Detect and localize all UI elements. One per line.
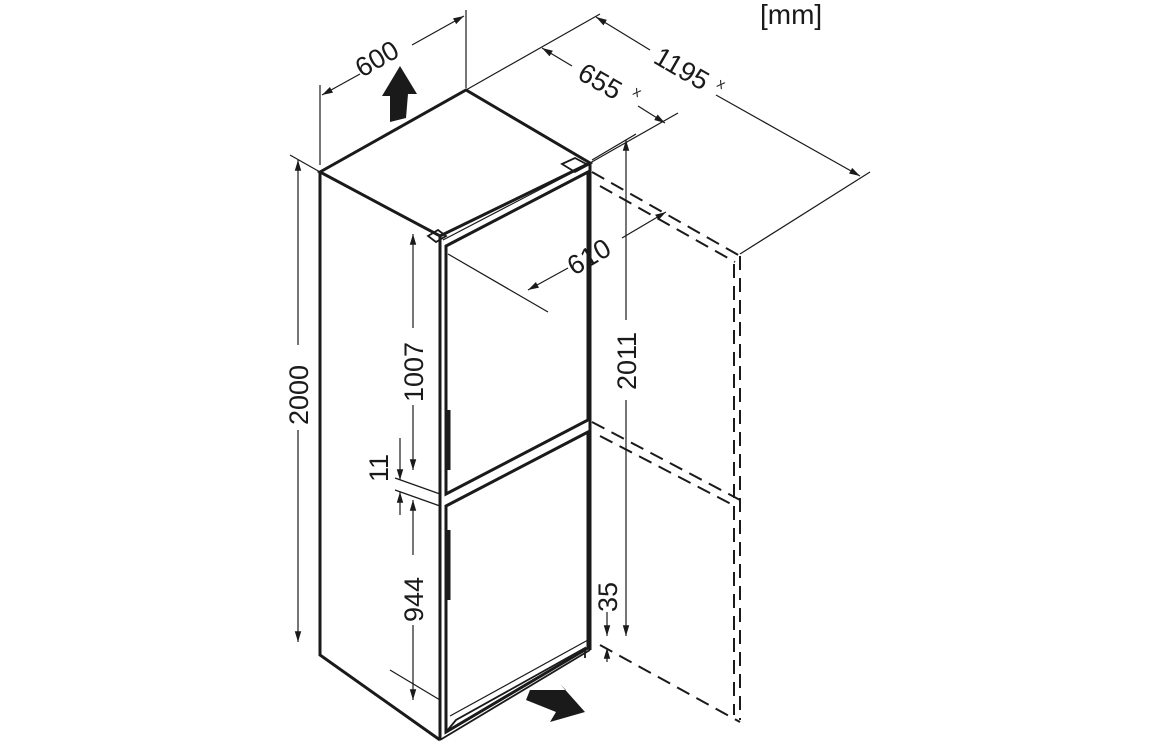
dim-upper-door-label: 1007 bbox=[399, 342, 429, 402]
dim-niche-depth-label: 610 bbox=[562, 233, 616, 282]
dim-depth-marker: x bbox=[631, 83, 645, 100]
dim-width: 600 bbox=[319, 10, 467, 165]
airflow-arrow-icon bbox=[526, 684, 585, 722]
niche-outline bbox=[591, 171, 741, 723]
dim-door-open: 1195 x bbox=[595, 16, 871, 255]
dim-depth-label: 655 bbox=[573, 57, 627, 106]
dim-door-gap: 11 bbox=[364, 438, 441, 515]
dim-door-open-marker: x bbox=[715, 75, 729, 92]
dim-niche-height-label: 2011 bbox=[612, 332, 642, 390]
dim-lower-door: 944 bbox=[389, 500, 441, 701]
lower-door bbox=[444, 429, 590, 735]
up-arrow-icon bbox=[382, 66, 417, 122]
left-face bbox=[318, 172, 441, 742]
dim-depth: 655 x bbox=[465, 13, 679, 164]
dim-plinth-label: 35 bbox=[593, 582, 623, 612]
dim-lower-door-label: 944 bbox=[399, 577, 429, 622]
unit-label: [mm] bbox=[760, 0, 822, 30]
dim-plinth: 35 bbox=[593, 582, 623, 662]
upper-door bbox=[444, 169, 590, 497]
dim-upper-door: 1007 bbox=[399, 234, 429, 470]
dim-door-gap-label: 11 bbox=[364, 454, 394, 482]
dim-niche-height: 2011 bbox=[591, 133, 642, 636]
dim-height: 2000 bbox=[284, 154, 321, 642]
dim-door-open-label: 1195 bbox=[649, 41, 714, 96]
fridge-body bbox=[316, 88, 594, 742]
dim-height-label: 2000 bbox=[284, 365, 314, 425]
top-face bbox=[316, 88, 594, 238]
